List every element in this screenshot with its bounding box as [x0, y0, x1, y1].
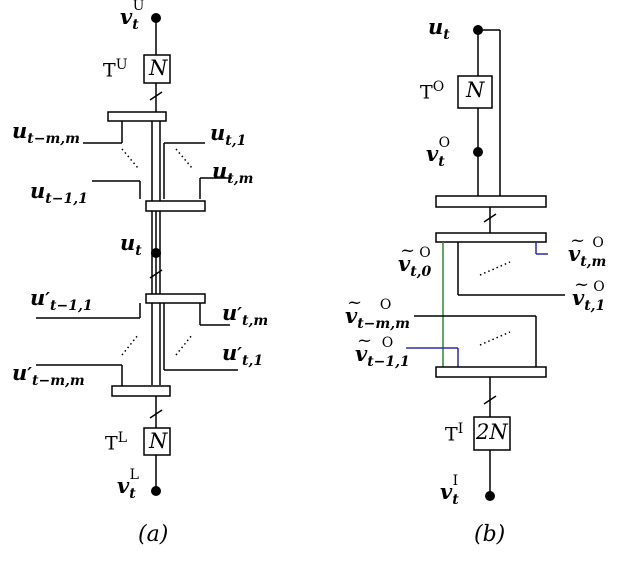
- a-bar-1: [107, 111, 167, 122]
- b-slash-1: [483, 213, 497, 223]
- b-box-top: [457, 75, 493, 109]
- a-box-top: [143, 54, 171, 84]
- a-u-t1-label: ut,1: [210, 120, 247, 150]
- a-box-bottom-label: N: [149, 429, 168, 453]
- b-tv-t11-label: ~vt−1,1O: [355, 330, 410, 371]
- a-box-top-label: N: [149, 56, 168, 80]
- a-u-t11-label: ut−1,1: [30, 178, 88, 208]
- b-node-bottom: [485, 491, 495, 501]
- b-v-bottom-label: vtI: [440, 473, 459, 509]
- a-v-top-label: vtU: [120, 0, 145, 34]
- b-box-bottom: [473, 416, 511, 451]
- b-transform-top-label: TO: [420, 79, 445, 104]
- b-tv-tmm-label: ~vt−m,mO: [345, 292, 410, 333]
- a-up-t1-label: u′t,1: [222, 340, 264, 370]
- a-node-mid: [151, 248, 161, 258]
- b-tv-t0-label: ~vt,0O: [398, 240, 432, 281]
- a-slash-2: [149, 269, 163, 279]
- a-u-tm-label: ut,m: [212, 158, 254, 188]
- a-node-top: [151, 13, 161, 23]
- a-dots-2: [175, 148, 193, 169]
- b-slash-2: [483, 395, 497, 405]
- b-node-mid: [473, 147, 483, 157]
- a-bar-4: [111, 385, 171, 397]
- a-caption: (a): [138, 522, 169, 547]
- a-bar-2: [145, 200, 206, 212]
- a-u-tmm-label: ut−m,m: [12, 118, 80, 148]
- a-transform-top-label: TU: [103, 57, 128, 82]
- a-up-tmm-label: u′t−m,m: [12, 360, 85, 390]
- b-transform-bottom-label: TI: [445, 421, 464, 446]
- b-dots-2: [479, 331, 511, 346]
- b-bar-2: [435, 232, 547, 243]
- a-bar-3: [145, 293, 206, 304]
- a-up-t11-label: u′t−1,1: [30, 285, 93, 315]
- b-v-mid-label: vtO: [426, 135, 451, 171]
- b-tv-t1-label: ~vt,1O: [572, 274, 606, 315]
- a-transform-bottom-label: TL: [105, 430, 127, 455]
- a-slash-1: [149, 91, 163, 101]
- a-v-bottom-label: vtL: [117, 467, 139, 503]
- a-dots-4: [175, 334, 193, 356]
- b-u-t-label: ut: [428, 14, 450, 44]
- b-bar-3: [435, 366, 547, 378]
- b-node-top: [473, 25, 483, 35]
- b-caption: (b): [474, 522, 506, 547]
- a-dots-3: [121, 334, 139, 356]
- a-up-tm-label: u′t,m: [222, 300, 269, 330]
- b-box-top-label: N: [466, 78, 485, 102]
- a-box-bottom: [143, 427, 171, 456]
- a-slash-3: [149, 409, 163, 419]
- a-u-t-mid-label: ut: [120, 230, 142, 260]
- a-dots-1: [121, 148, 139, 169]
- a-node-bottom: [151, 486, 161, 496]
- b-tv-tm-label: ~vt,mO: [568, 230, 607, 271]
- b-dots-1: [479, 261, 511, 276]
- b-bar-1: [435, 195, 547, 208]
- b-box-bottom-label: 2N: [476, 420, 508, 444]
